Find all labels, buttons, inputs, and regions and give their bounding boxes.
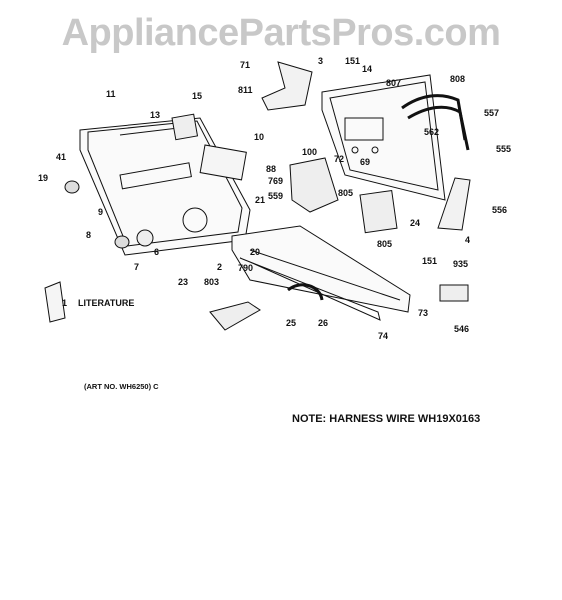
label-74: 74 xyxy=(378,331,388,341)
art-number: (ART NO. WH6250) C xyxy=(84,382,159,391)
lower-panel-73 xyxy=(231,225,411,313)
label-1: 1 xyxy=(62,298,67,308)
harness-546 xyxy=(439,284,469,302)
label-71: 71 xyxy=(240,60,250,70)
label-26: 26 xyxy=(318,318,328,328)
switch-15 xyxy=(171,113,199,141)
label-15: 15 xyxy=(192,91,202,101)
label-9: 9 xyxy=(98,207,103,217)
display-88 xyxy=(199,144,247,181)
label-803: 803 xyxy=(204,277,219,287)
label-6: 6 xyxy=(154,247,159,257)
label-151: 151 xyxy=(345,56,360,66)
label-559: 559 xyxy=(268,191,283,201)
dispenser-803 xyxy=(209,301,261,331)
knob-19 xyxy=(64,180,80,194)
label-3: 3 xyxy=(318,56,323,66)
timer xyxy=(289,157,339,213)
label-769: 769 xyxy=(268,176,283,186)
bracket-4 xyxy=(437,177,471,231)
label-7: 7 xyxy=(134,262,139,272)
watermark: AppliancePartsPros.com xyxy=(61,12,501,54)
trim-74 xyxy=(239,257,381,321)
label-805-a: 805 xyxy=(338,188,353,198)
fill-hoses xyxy=(401,94,470,151)
label-11: 11 xyxy=(106,89,116,99)
bracket-3 xyxy=(261,61,313,111)
label-555: 555 xyxy=(496,144,511,154)
label-69: 69 xyxy=(360,157,370,167)
label-807: 807 xyxy=(386,78,401,88)
label-41: 41 xyxy=(56,152,66,162)
label-10: 10 xyxy=(254,132,264,142)
label-100: 100 xyxy=(302,147,317,157)
label-805-b: 805 xyxy=(377,239,392,249)
board-24 xyxy=(359,189,398,234)
knob-7 xyxy=(136,229,154,247)
label-546: 546 xyxy=(454,324,469,334)
label-13: 13 xyxy=(150,110,160,120)
label-14: 14 xyxy=(362,64,372,74)
label-4: 4 xyxy=(465,235,470,245)
part-labels: 71 3 151 14 807 808 11 811 15 13 557 10 … xyxy=(38,56,511,341)
backsplash xyxy=(321,74,446,201)
label-790: 790 xyxy=(238,263,253,273)
label-808: 808 xyxy=(450,74,465,84)
label-72: 72 xyxy=(334,154,344,164)
label-557: 557 xyxy=(484,108,499,118)
label-20: 20 xyxy=(250,247,260,257)
label-935: 935 xyxy=(453,259,468,269)
control-panel-front xyxy=(79,117,251,256)
label-21: 21 xyxy=(255,195,265,205)
harness-note: NOTE: HARNESS WIRE WH19X0163 xyxy=(292,413,481,425)
label-23: 23 xyxy=(178,277,188,287)
label-8: 8 xyxy=(86,230,91,240)
label-556: 556 xyxy=(492,205,507,215)
label-25: 25 xyxy=(286,318,296,328)
label-19: 19 xyxy=(38,173,48,183)
hose-26 xyxy=(287,283,324,301)
label-24: 24 xyxy=(410,218,420,228)
literature-icon xyxy=(44,281,66,323)
literature-label: LITERATURE xyxy=(78,298,134,308)
label-151-b: 151 xyxy=(422,256,437,266)
label-88: 88 xyxy=(266,164,276,174)
label-2: 2 xyxy=(217,262,222,272)
label-811: 811 xyxy=(238,85,253,95)
label-73: 73 xyxy=(418,308,428,318)
label-562: 562 xyxy=(424,127,439,137)
knob-8 xyxy=(114,235,130,249)
